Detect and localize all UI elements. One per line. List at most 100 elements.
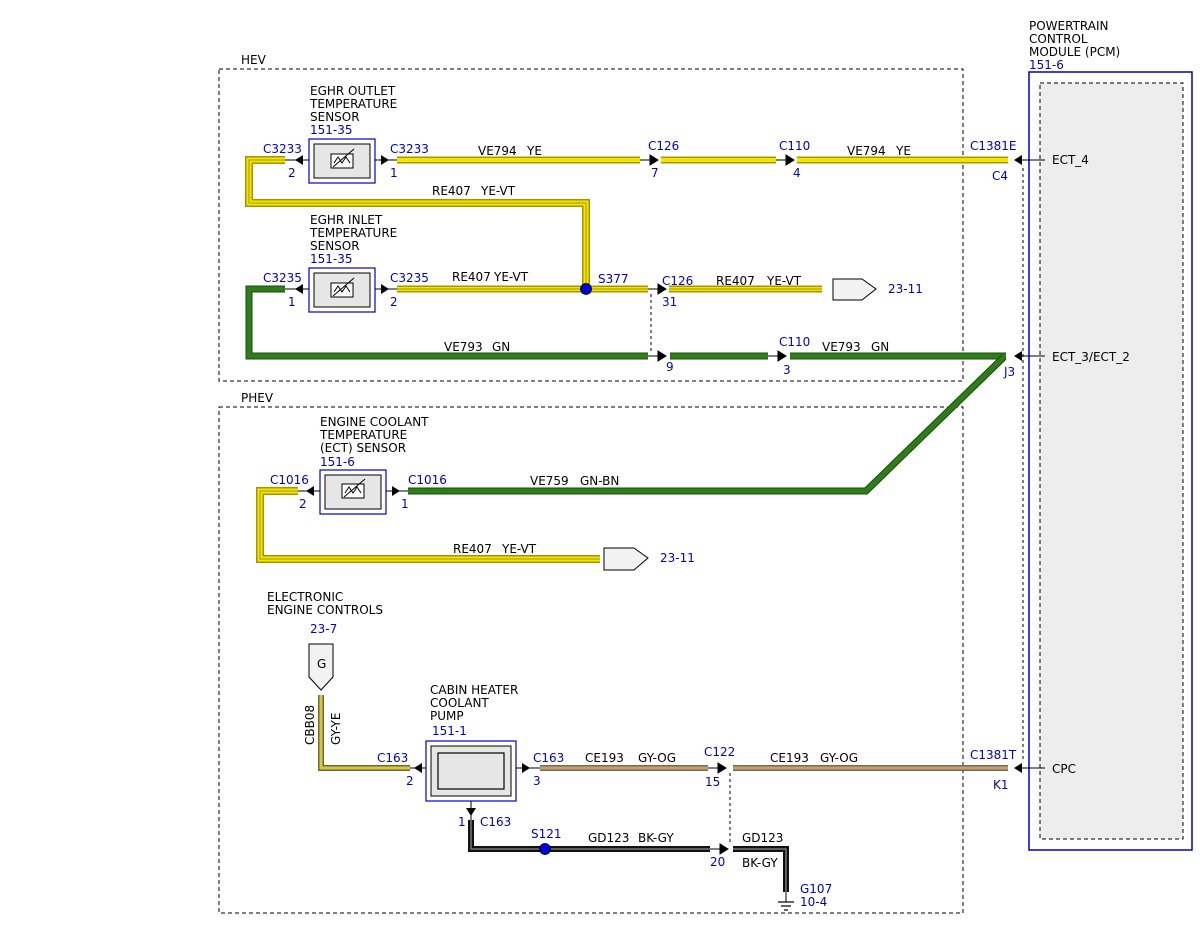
- pcm-title-line2: CONTROL: [1029, 32, 1088, 46]
- phev-label: PHEV: [241, 391, 274, 405]
- pin-31: 31: [662, 295, 677, 309]
- wire-ve759-color: GN-BN: [580, 474, 619, 488]
- wire-ce193-color-b: GY-OG: [820, 751, 858, 765]
- wire-ve793-color-b: GN: [871, 340, 889, 354]
- pcm-title-line1: POWERTRAIN: [1029, 19, 1109, 33]
- ect-name-2: TEMPERATURE: [319, 428, 407, 442]
- eghr-outlet-name-2: TEMPERATURE: [309, 97, 397, 111]
- pin-2c: 2: [299, 497, 307, 511]
- pin-k1: K1: [993, 778, 1009, 792]
- eec-pin: G: [317, 657, 326, 671]
- splice-s121-label: S121: [531, 827, 562, 841]
- wire-ve794-color-b: YE: [895, 144, 911, 158]
- pump-name-1: CABIN HEATER: [430, 683, 518, 697]
- eec-ref-block: ELECTRONIC ENGINE CONTROLS 23-7 G: [267, 590, 383, 691]
- c163-right: C163: [533, 751, 564, 765]
- pin-4: 4: [793, 166, 801, 180]
- pin-7: 7: [651, 166, 659, 180]
- wire-ve794-color-a: YE: [526, 144, 542, 158]
- wire-ve793-id-a: VE793: [444, 340, 483, 354]
- ect-name-3: (ECT) SENSOR: [320, 441, 406, 455]
- wire-re407-color-c: YE-VT: [766, 274, 802, 288]
- ground-g107-ref: 10-4: [800, 895, 827, 909]
- ref-23-11-phev: 23-11: [660, 551, 695, 565]
- eghr-outlet-name-3: SENSOR: [310, 110, 360, 124]
- c110-top: C110: [779, 139, 810, 153]
- wire-ve793-id-b: VE793: [822, 340, 861, 354]
- wire-gd123-id-a: GD123: [588, 831, 629, 845]
- pin-1d: 1: [458, 815, 466, 829]
- eec-name-2: ENGINE CONTROLS: [267, 603, 383, 617]
- wire-cbb08-color: GY-YE: [329, 713, 343, 745]
- ect-sensor: ENGINE COOLANT TEMPERATURE (ECT) SENSOR …: [298, 415, 429, 515]
- wire-gd123-id-b: GD123: [742, 831, 783, 845]
- c110-mid: C110: [779, 335, 810, 349]
- pin-3: 3: [783, 363, 791, 377]
- wire-ve759: [408, 354, 1007, 495]
- pin-15: 15: [705, 775, 720, 789]
- wire-ve759-id: VE759: [530, 474, 569, 488]
- c1381e: C1381E: [970, 139, 1017, 153]
- pin-2a: 2: [288, 166, 296, 180]
- pin-j3: J3: [1003, 365, 1015, 379]
- c163-left: C163: [377, 751, 408, 765]
- splice-s377-label: S377: [598, 272, 629, 286]
- connector-arrows: [640, 154, 795, 855]
- eghr-outlet-ref: 151-35: [310, 123, 353, 137]
- ref-arrow-phev: [603, 547, 649, 571]
- pin-c4: C4: [992, 169, 1008, 183]
- wire-re407-id-a: RE407: [432, 184, 471, 198]
- ground-icon: [778, 892, 794, 911]
- c3235-left: C3235: [263, 271, 302, 285]
- eec-name-1: ELECTRONIC: [267, 590, 343, 604]
- wire-cbb08-id: CBB08: [303, 705, 317, 745]
- pin-9: 9: [666, 360, 674, 374]
- wire-re407-color-d: YE-VT: [501, 542, 537, 556]
- c3235-right: C3235: [390, 271, 429, 285]
- eghr-inlet-name-1: EGHR INLET: [310, 213, 383, 227]
- wire-re407-loop: [245, 156, 590, 287]
- wire-re407-id-c: RE407: [716, 274, 755, 288]
- eghr-outlet-name-1: EGHR OUTLET: [310, 84, 396, 98]
- ground-g107: G107: [800, 882, 832, 896]
- ref-arrow-hev: [832, 278, 877, 301]
- wire-ce193-color-a: GY-OG: [638, 751, 676, 765]
- wire-re407-id-b: RE407: [452, 270, 491, 284]
- pin-3d: 3: [533, 774, 541, 788]
- eghr-inlet-name-3: SENSOR: [310, 239, 360, 253]
- wire-re407-id-d: RE407: [453, 542, 492, 556]
- pcm-pin-ect4: ECT_4: [1052, 153, 1089, 167]
- pin-1a: 1: [390, 166, 398, 180]
- eec-ref: 23-7: [310, 622, 337, 636]
- wire-gd123: [468, 820, 789, 892]
- pump-ref: 151-1: [432, 724, 467, 738]
- ect-name-1: ENGINE COOLANT: [320, 415, 429, 429]
- hev-region: [218, 68, 964, 382]
- eghr-inlet-sensor: EGHR INLET TEMPERATURE SENSOR 151-35: [285, 213, 397, 313]
- wire-ce193-id-b: CE193: [770, 751, 809, 765]
- pin-20: 20: [710, 855, 725, 869]
- c122-label: C122: [704, 745, 735, 759]
- pin-1b: 1: [288, 295, 296, 309]
- wire-cbb08: [318, 695, 410, 771]
- c126-mid: C126: [662, 274, 693, 288]
- pump-name-2: COOLANT: [430, 696, 489, 710]
- ect-ref: 151-6: [320, 455, 355, 469]
- pin-1c: 1: [401, 497, 409, 511]
- wire-re407-phev: [256, 487, 600, 563]
- wire-ce193-id-a: CE193: [585, 751, 624, 765]
- phev-region: [218, 406, 964, 914]
- pump-name-3: PUMP: [430, 709, 464, 723]
- pin-2d: 2: [406, 774, 414, 788]
- eghr-inlet-ref: 151-35: [310, 252, 353, 266]
- wire-ve794-id-b: VE794: [847, 144, 886, 158]
- pcm-title-line3: MODULE (PCM): [1029, 45, 1120, 59]
- wire-gd123-color-b: BK-GY: [742, 856, 778, 870]
- wire-ve793: [245, 285, 1006, 360]
- c3233-right: C3233: [390, 142, 429, 156]
- wire-ve793-color-a: GN: [492, 340, 510, 354]
- wire-ve794-id-a: VE794: [478, 144, 517, 158]
- c126-top: C126: [648, 139, 679, 153]
- wire-re407-color-a: YE-VT: [480, 184, 516, 198]
